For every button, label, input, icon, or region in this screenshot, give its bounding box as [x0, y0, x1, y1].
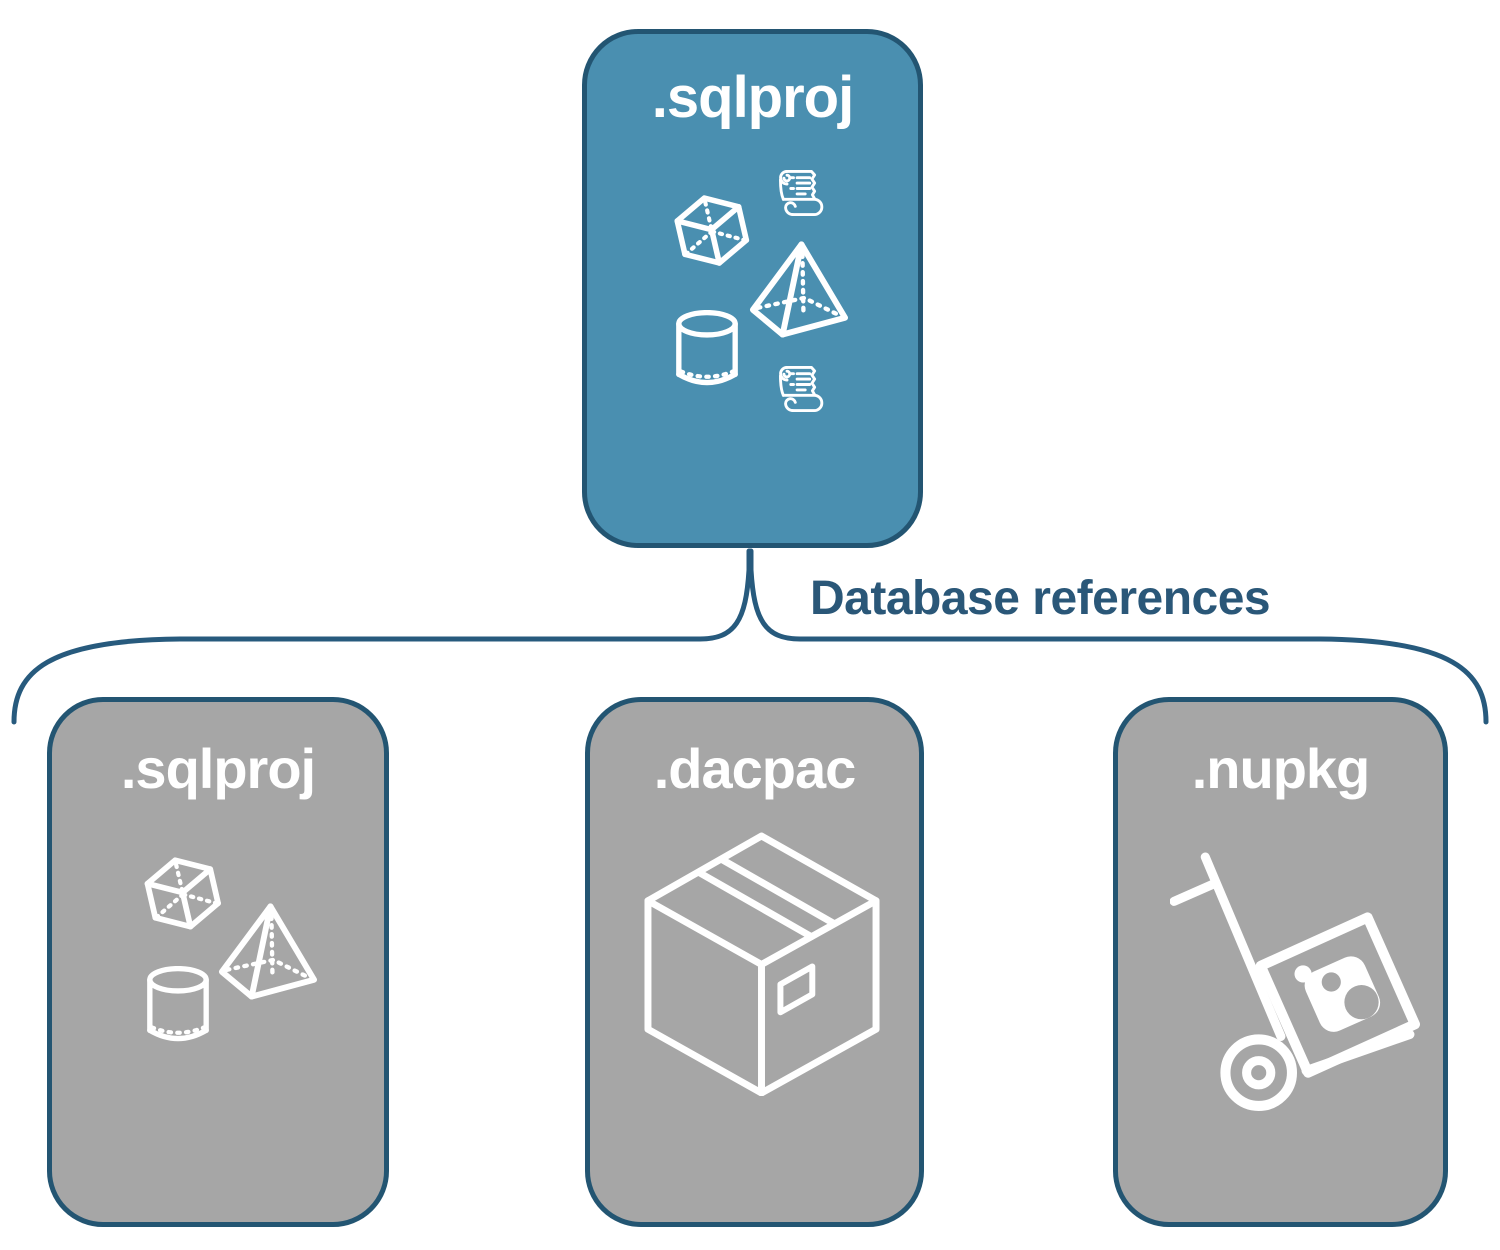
node-title: .sqlproj [120, 737, 316, 800]
pyramid-icon [218, 903, 318, 1000]
package-box-icon [644, 832, 880, 1096]
node-dacpac: .dacpac [585, 697, 924, 1227]
cube-icon [144, 857, 221, 930]
connector-label: Database references [810, 572, 1271, 625]
node-title: .dacpac [653, 737, 857, 800]
node-sqlproj-child: .sqlproj [47, 697, 389, 1227]
scroll-icon [779, 365, 824, 413]
cylinder-icon [676, 310, 738, 386]
node-nupkg: .nupkg [1113, 697, 1448, 1227]
node-sqlproj-root: .sqlproj [582, 29, 923, 548]
node-title: .nupkg [1191, 737, 1371, 800]
cube-icon [674, 195, 750, 266]
cylinder-icon [147, 966, 209, 1042]
hand-truck-nuget-icon [1170, 852, 1420, 1112]
pyramid-icon [749, 241, 849, 338]
scroll-icon [779, 169, 824, 217]
node-title: .sqlproj [651, 65, 854, 130]
